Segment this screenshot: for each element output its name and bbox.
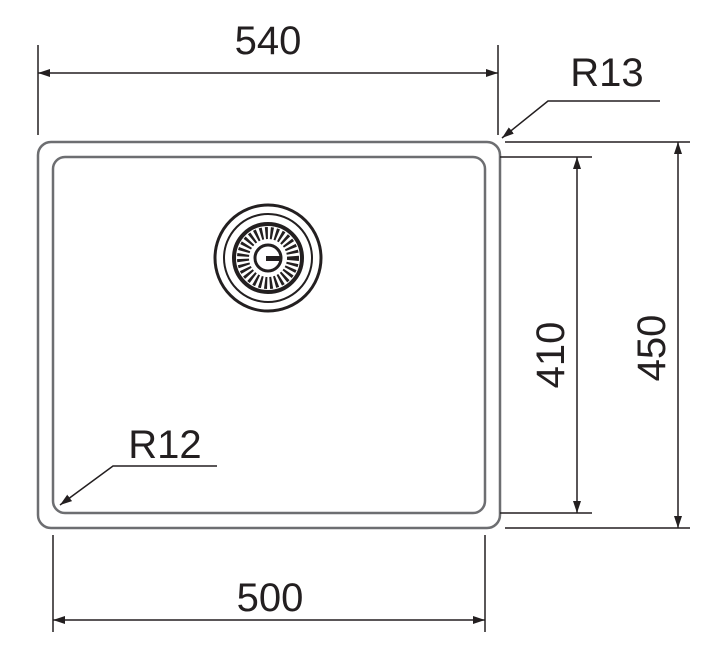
leader-inner-radius [59,465,217,506]
label-outer-radius: R13 [570,51,643,95]
label-outer-width: 540 [235,19,302,63]
leader-outer-radius [501,100,660,139]
sink-outer-outline [36,140,502,530]
label-outer-depth: 450 [630,315,674,382]
dimension-inner-depth [500,156,592,514]
label-inner-radius: R12 [128,423,201,467]
dimension-inner-width [52,535,486,632]
drain-icon [213,203,323,313]
dimension-outer-depth [505,141,690,529]
dimension-outer-width [37,45,499,135]
label-inner-width: 500 [237,576,304,620]
label-inner-depth: 410 [529,322,573,389]
sink-bowl-outline [51,155,487,515]
